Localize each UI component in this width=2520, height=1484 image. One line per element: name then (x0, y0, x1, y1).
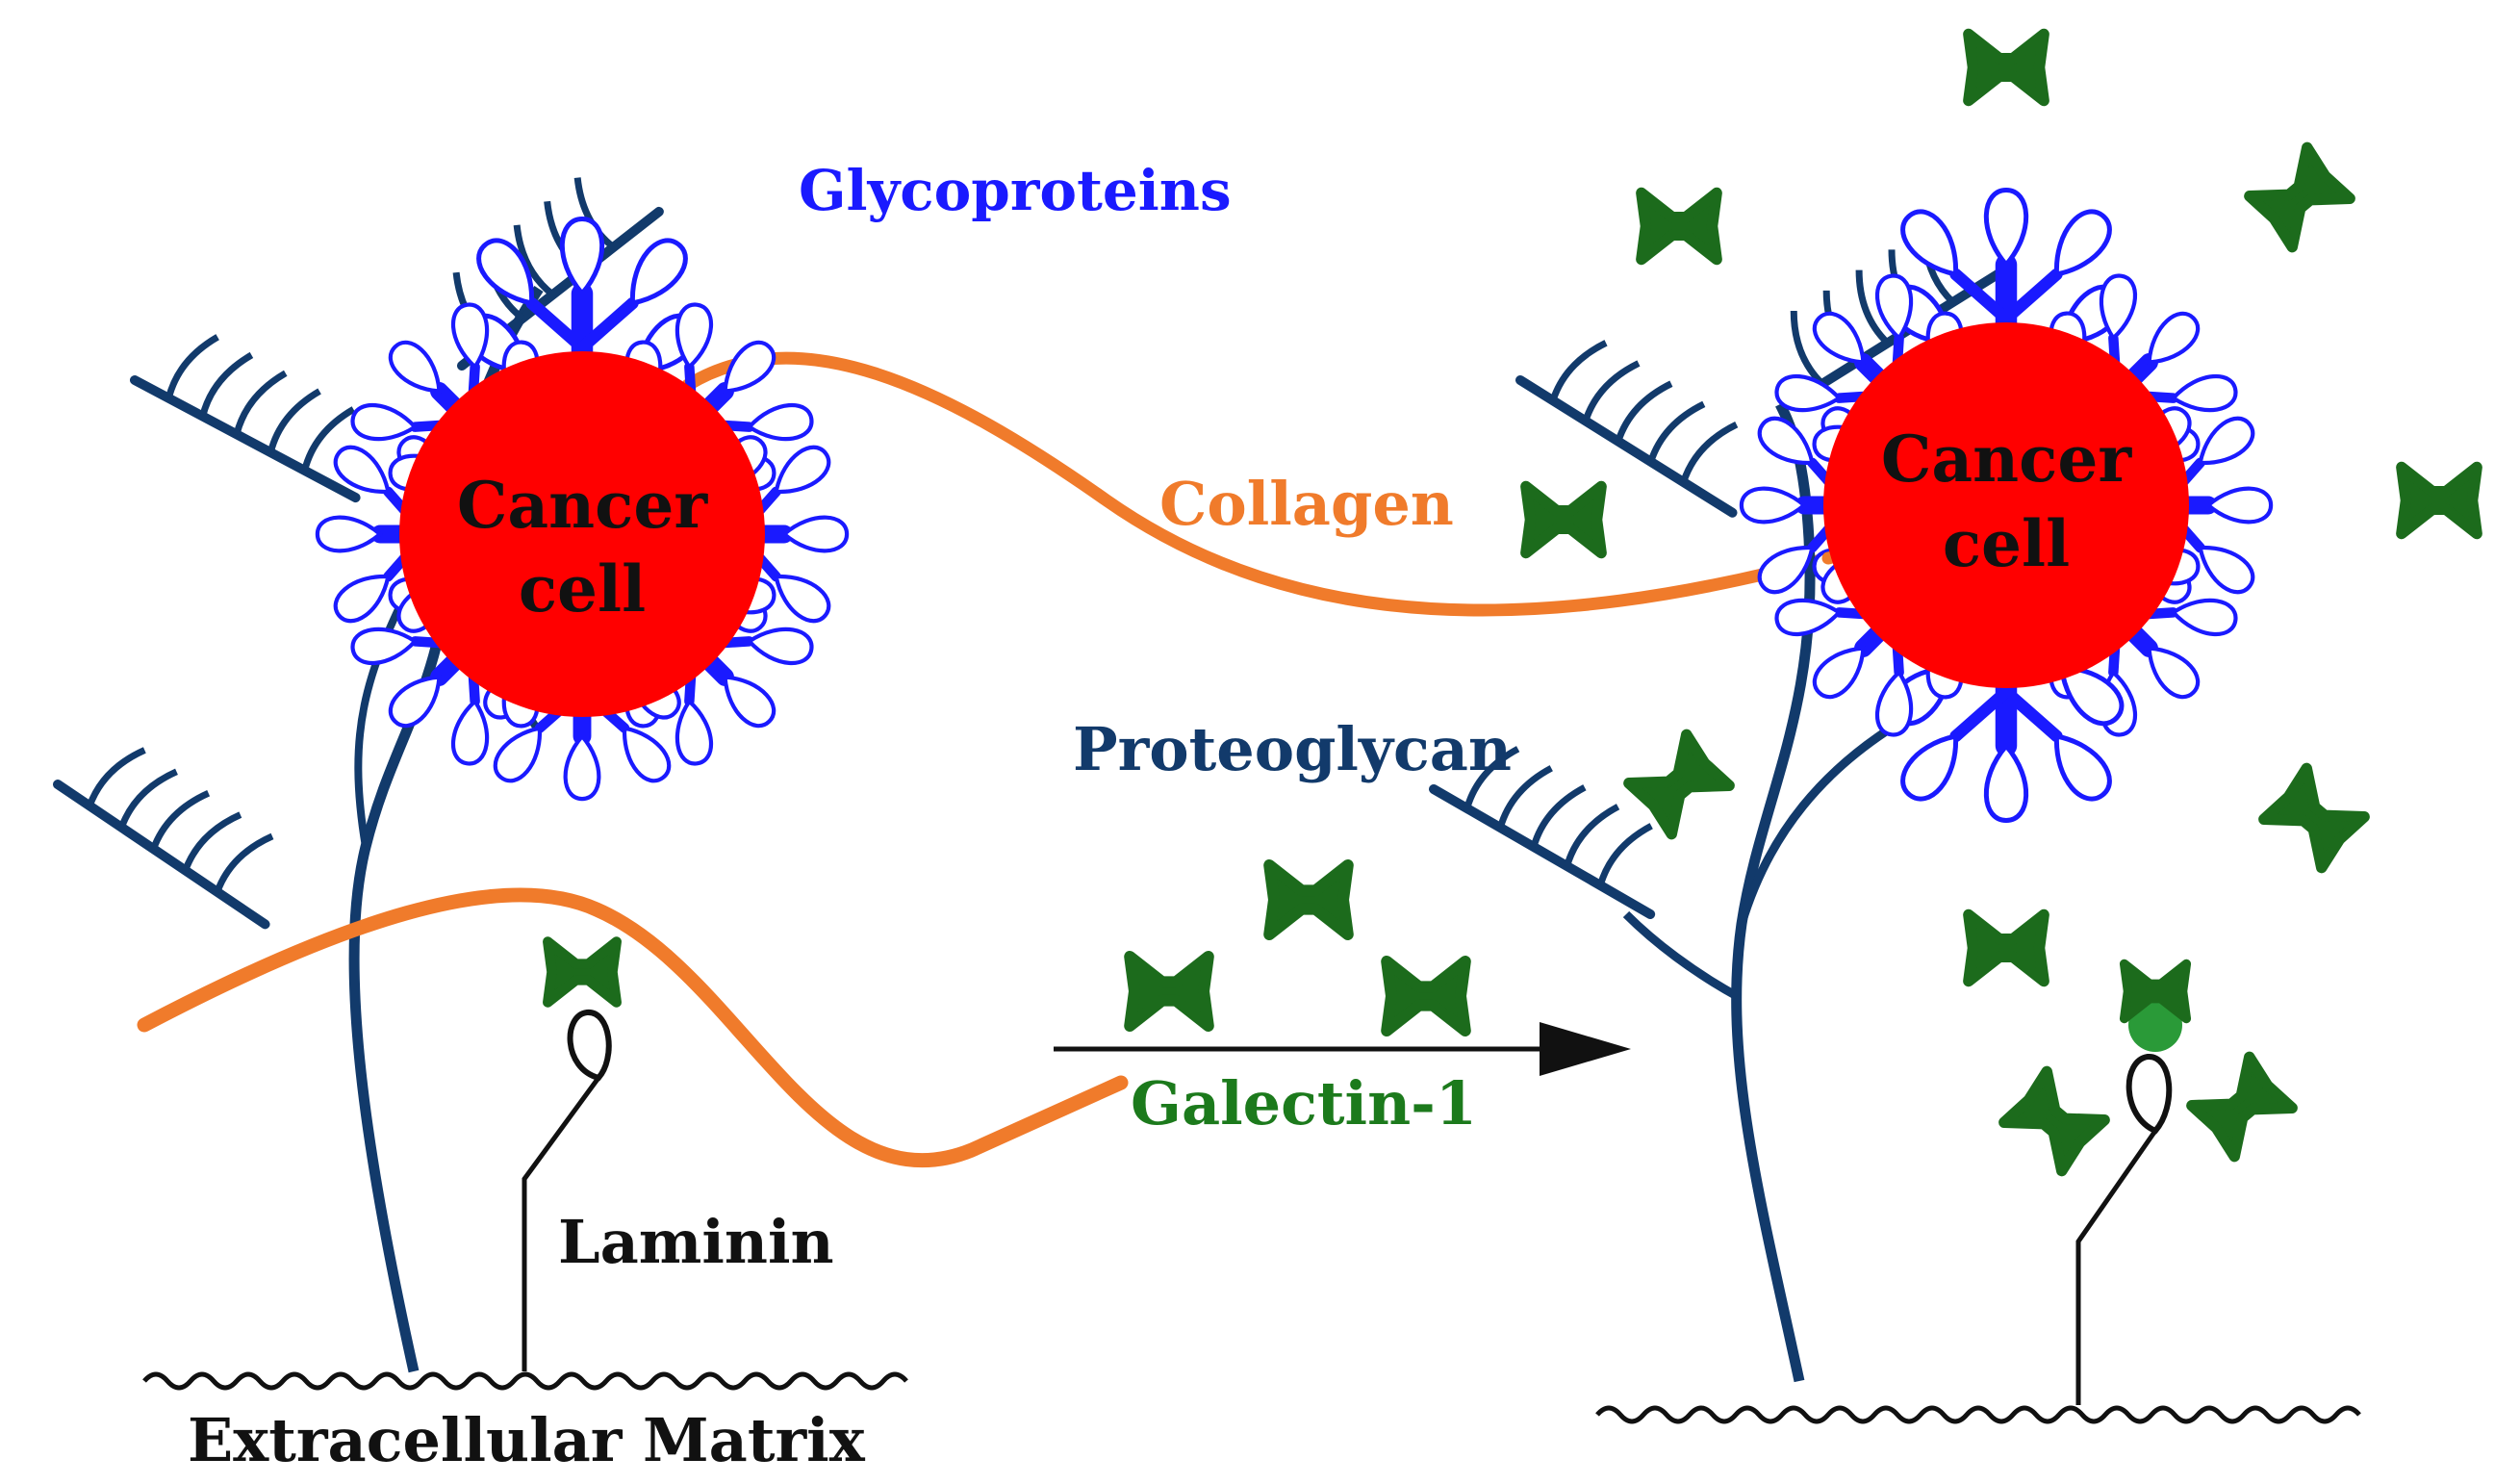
galectin-label: Galectin-1 (1131, 1068, 1477, 1139)
glycoproteins-label: Glycoproteins (799, 158, 1232, 223)
proteoglycan-label: Proteoglycan (1073, 714, 1512, 784)
cancer-cell-left-label-1: Cancer (457, 468, 708, 543)
collagen-fiber-upper (681, 351, 1835, 617)
ecm-wave-left (142, 1371, 908, 1391)
ecm-label: Extracellular Matrix (188, 1405, 866, 1475)
cancer-cell-right (1823, 322, 2189, 688)
laminin-right (2075, 964, 2186, 1405)
galectin-bridge-left-icon (547, 942, 616, 1003)
free-galectin-icons (1130, 865, 1465, 1031)
laminin-left (522, 1010, 612, 1371)
collagen-fiber-lower (137, 887, 1129, 1168)
ecm-wave-right (1595, 1405, 2361, 1424)
cancer-cell-left (399, 351, 765, 717)
collagen-label: Collagen (1159, 469, 1454, 539)
cancer-cell-left-label-2: cell (519, 551, 646, 627)
transition-arrow (1054, 1022, 1631, 1076)
cancer-cell-right-label-1: Cancer (1881, 422, 2132, 497)
laminin-label: Laminin (558, 1207, 834, 1277)
cancer-cell-right-label-2: cell (1943, 506, 2070, 581)
